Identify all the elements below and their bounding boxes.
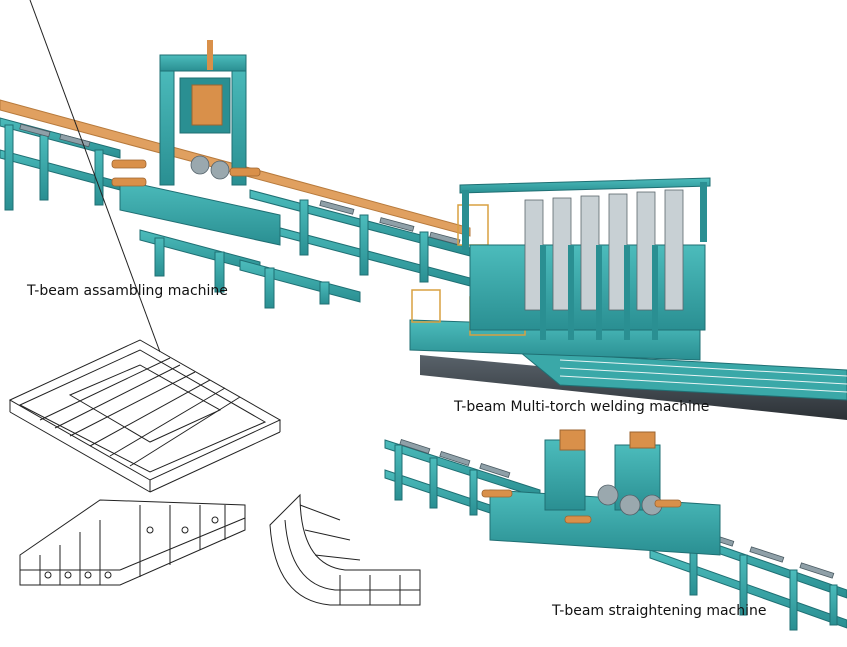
straightening-machine-label: T-beam straightening machine xyxy=(552,603,767,619)
bilge-section-sketch xyxy=(269,493,421,606)
assembling-machine xyxy=(0,40,471,309)
welding-machine-label: T-beam Multi-torch welding machine xyxy=(454,399,710,415)
deck-frame-sketch xyxy=(8,0,282,493)
hull-structure-sketches xyxy=(8,0,421,606)
assembling-machine-label: T-beam assambling machine xyxy=(27,283,228,299)
double-bottom-sketch xyxy=(19,499,246,586)
straightening-machine xyxy=(384,429,847,631)
welding-machine xyxy=(409,177,847,420)
